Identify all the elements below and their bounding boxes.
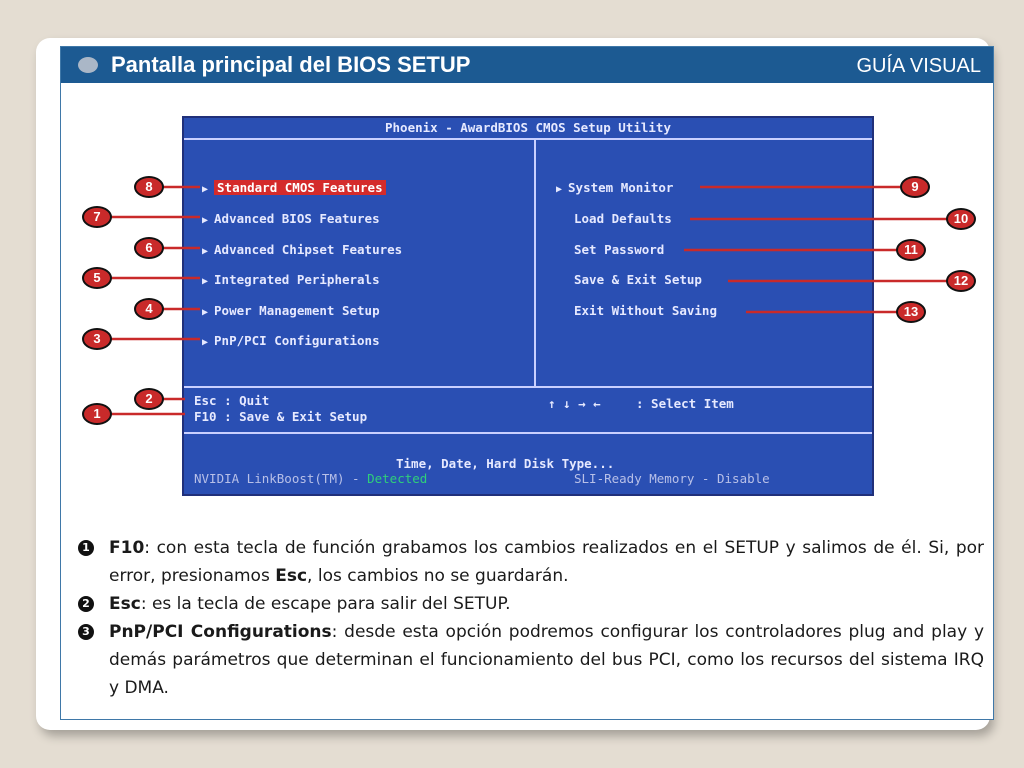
arrow-keys-icon: ↑ ↓ → ← xyxy=(548,396,601,411)
bios-divider-vertical xyxy=(534,140,536,386)
bios-screen: Phoenix - AwardBIOS CMOS Setup Utility ▶… xyxy=(182,116,874,496)
bios-divider-horizontal xyxy=(184,432,872,434)
callout-badge-7: 7 xyxy=(82,206,112,228)
menu-item-advanced-chipset-features[interactable]: ▶Advanced Chipset Features xyxy=(202,242,403,257)
description-text: PnP/PCI Configurations: desde esta opció… xyxy=(109,622,985,698)
triangle-right-icon: ▶ xyxy=(202,337,209,348)
description-text: F10: con esta tecla de función grabamos … xyxy=(109,538,984,586)
sli-memory-status: SLI-Ready Memory - Disable xyxy=(574,471,770,486)
description-item-2: 2 Esc: es la tecla de escape para salir … xyxy=(78,590,988,620)
menu-item-pnp-pci-configurations[interactable]: ▶PnP/PCI Configurations xyxy=(202,333,380,348)
triangle-right-icon: ▶ xyxy=(556,184,563,195)
callout-badge-8: 8 xyxy=(134,176,164,198)
number-badge: 2 xyxy=(78,596,94,612)
linkboost-label: NVIDIA LinkBoost(TM) - xyxy=(194,471,360,486)
callout-badge-6: 6 xyxy=(134,237,164,259)
key-f10-save-exit: F10 : Save & Exit Setup xyxy=(194,409,368,424)
number-badge: 3 xyxy=(78,624,94,640)
description-item-1: 1 F10: con esta tecla de función grabamo… xyxy=(78,534,988,594)
menu-item-integrated-peripherals[interactable]: ▶Integrated Peripherals xyxy=(202,272,380,287)
bios-divider-horizontal xyxy=(184,386,872,388)
menu-item-standard-cmos-features[interactable]: ▶Standard CMOS Features xyxy=(202,179,386,197)
number-badge: 1 xyxy=(78,540,94,556)
menu-item-power-management-setup[interactable]: ▶Power Management Setup xyxy=(202,303,380,318)
panel-title: Pantalla principal del BIOS SETUP xyxy=(111,52,471,77)
menu-item-set-password[interactable]: Set Password xyxy=(574,242,665,257)
callout-badge-11: 11 xyxy=(896,239,926,261)
callout-badge-12: 12 xyxy=(946,270,976,292)
callout-badge-3: 3 xyxy=(82,328,112,350)
triangle-right-icon: ▶ xyxy=(202,246,209,257)
menu-item-save-exit-setup[interactable]: Save & Exit Setup xyxy=(574,272,702,287)
callout-badge-5: 5 xyxy=(82,267,112,289)
callout-badge-2: 2 xyxy=(134,388,164,410)
description-text: Esc: es la tecla de escape para salir de… xyxy=(109,594,511,614)
triangle-right-icon: ▶ xyxy=(202,184,209,195)
menu-item-advanced-bios-features[interactable]: ▶Advanced BIOS Features xyxy=(202,211,380,226)
panel-header: Pantalla principal del BIOS SETUP GUÍA V… xyxy=(61,47,993,83)
menu-item-system-monitor[interactable]: ▶System Monitor xyxy=(556,180,674,195)
callout-badge-1: 1 xyxy=(82,403,112,425)
callout-badge-4: 4 xyxy=(134,298,164,320)
description-item-3: 3 PnP/PCI Configurations: desde esta opc… xyxy=(78,618,988,708)
triangle-right-icon: ▶ xyxy=(202,215,209,226)
help-text: Time, Date, Hard Disk Type... xyxy=(396,456,615,471)
callout-badge-13: 13 xyxy=(896,301,926,323)
bullet-icon xyxy=(78,57,98,73)
callout-badge-10: 10 xyxy=(946,208,976,230)
triangle-right-icon: ▶ xyxy=(202,276,209,287)
linkboost-status: NVIDIA LinkBoost(TM) - Detected xyxy=(194,471,427,487)
callout-badge-9: 9 xyxy=(900,176,930,198)
menu-item-exit-without-saving[interactable]: Exit Without Saving xyxy=(574,303,717,318)
guide-label: GUÍA VISUAL xyxy=(856,55,982,77)
key-esc-quit: Esc : Quit xyxy=(194,393,270,408)
triangle-right-icon: ▶ xyxy=(202,307,209,318)
menu-item-load-defaults[interactable]: Load Defaults xyxy=(574,211,672,226)
key-select-item: : Select Item xyxy=(636,396,734,411)
linkboost-value: Detected xyxy=(367,471,428,486)
bios-title: Phoenix - AwardBIOS CMOS Setup Utility xyxy=(184,118,872,140)
